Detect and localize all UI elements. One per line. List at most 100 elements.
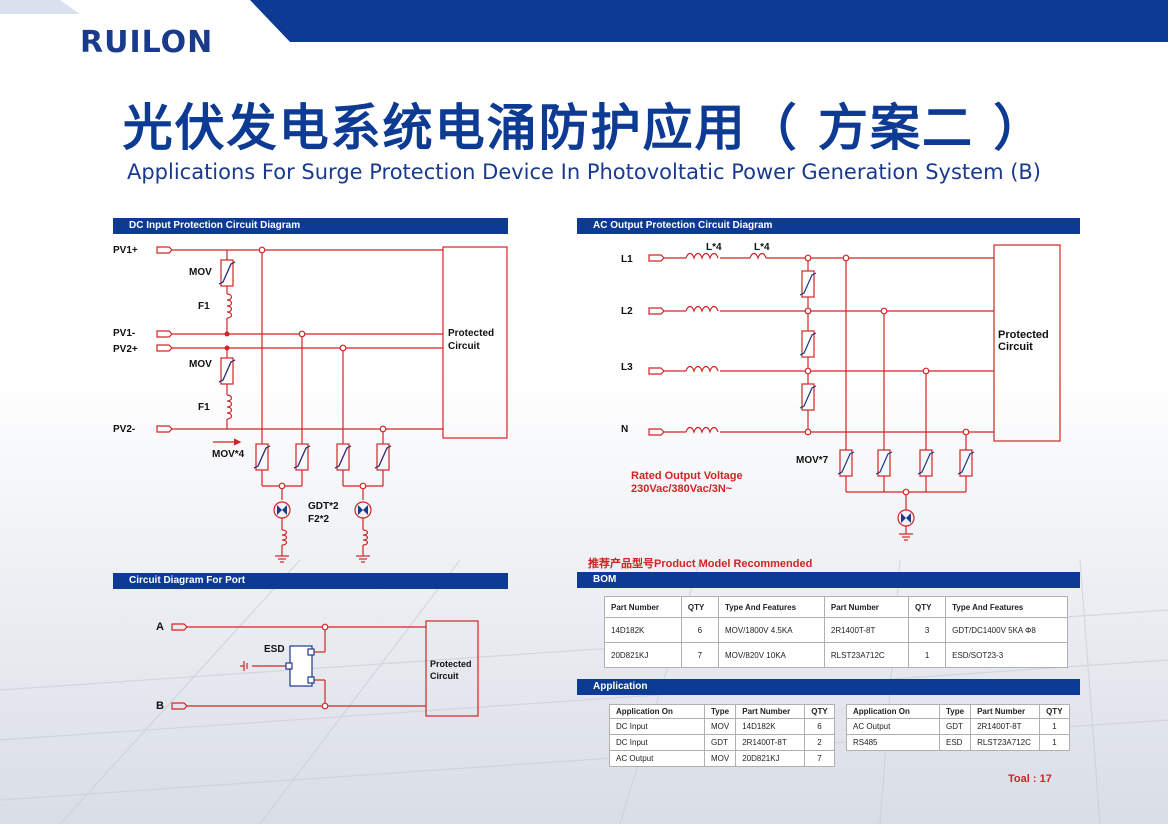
table-cell: 2 [804, 734, 835, 751]
page-title-cn: 光伏发电系统电涌防护应用（ 方案二 ） [122, 99, 1046, 157]
table-cell: 2R1400T-8T [735, 734, 806, 751]
app-header: Application On [609, 704, 705, 719]
table-cell: 3 [908, 617, 947, 643]
table-cell: ESD/SOT23-3 [945, 642, 1068, 668]
table-cell: ESD [938, 734, 972, 751]
page-title-en: Applications For Surge Protection Device… [126, 160, 1042, 184]
label-port-a: A [156, 621, 164, 633]
label-inductor-a: L*4 [706, 242, 722, 253]
label-f1-lower: F1 [198, 402, 210, 413]
application-table-left: Application On Type Part Number QTY DC I… [609, 704, 835, 767]
recommend-title: 推荐产品型号Product Model Recommended [588, 558, 813, 570]
table-cell: DC Input [609, 734, 705, 751]
table-cell: 2R1400T-8T [970, 718, 1041, 735]
label-pv1-minus: PV1- [113, 328, 136, 339]
app-header: QTY [1039, 704, 1070, 719]
label-mov-lower: MOV [189, 359, 212, 370]
table-cell: 1 [1039, 734, 1070, 751]
section-ac-output: AC Output Protection Circuit Diagram [577, 218, 1080, 234]
label-inductor-b: L*4 [754, 242, 770, 253]
app-header-row: Application On Type Part Number QTY [609, 704, 835, 719]
label-mov4: MOV*4 [212, 449, 245, 460]
table-cell: 1 [908, 642, 947, 668]
rated-voltage-title: Rated Output Voltage [631, 470, 743, 482]
bom-header: QTY [680, 596, 719, 618]
table-cell: 2R1400T-8T [823, 617, 910, 643]
ruilon-logo-icon: RUILON [80, 25, 213, 60]
app-header: QTY [804, 704, 835, 719]
section-application: Application [577, 679, 1080, 695]
table-cell: 14D182K [604, 617, 682, 643]
application-table-right: Application On Type Part Number QTY AC O… [846, 704, 1070, 751]
label-n: N [621, 424, 629, 435]
label-f2: F2*2 [308, 514, 330, 525]
label-pv2-minus: PV2- [113, 424, 136, 435]
ac-circuit-label: Circuit [998, 341, 1033, 353]
port-protected-label: Protected [430, 659, 472, 669]
app-header: Part Number [735, 704, 806, 719]
label-mov7: MOV*7 [796, 455, 829, 466]
table-row: DC Input MOV 14D182K 6 [609, 718, 835, 735]
table-cell: MOV [703, 750, 737, 767]
table-row: 14D182K 6 MOV/1800V 4.5KA 2R1400T-8T 3 G… [604, 617, 1068, 643]
table-cell: GDT [938, 718, 972, 735]
table-row: RS485 ESD RLST23A712C 1 [846, 734, 1070, 751]
label-pv2-plus: PV2+ [113, 344, 138, 355]
table-cell: MOV/820V 10KA [717, 642, 825, 668]
dc-circuit-label: Circuit [448, 341, 480, 352]
table-cell: GDT/DC1400V 5KA Φ8 [945, 617, 1068, 643]
label-esd: ESD [264, 644, 285, 655]
bom-header: Type And Features [945, 596, 1068, 618]
bom-header: Type And Features [717, 596, 825, 618]
table-cell: 7 [680, 642, 719, 668]
table-cell: GDT [703, 734, 737, 751]
total-count: Toal : 17 [1008, 773, 1052, 785]
bom-table: Part Number QTY Type And Features Part N… [604, 596, 1068, 668]
svg-text:RUILON: RUILON [80, 25, 213, 58]
section-bom: BOM [577, 572, 1080, 588]
table-row: AC Output MOV 20D821KJ 7 [609, 750, 835, 767]
table-row: 20D821KJ 7 MOV/820V 10KA RLST23A712C 1 E… [604, 642, 1068, 668]
app-header: Application On [846, 704, 940, 719]
brand-logo: RUILON [80, 22, 260, 60]
ac-protected-label: Protected [998, 329, 1049, 341]
table-cell: RLST23A712C [970, 734, 1041, 751]
label-gdt2: GDT*2 [308, 501, 339, 512]
bom-header: Part Number [823, 596, 910, 618]
table-row: AC Output GDT 2R1400T-8T 1 [846, 718, 1070, 735]
bom-header: Part Number [604, 596, 682, 618]
bom-header-row: Part Number QTY Type And Features Part N… [604, 596, 1068, 618]
table-cell: 7 [804, 750, 835, 767]
table-cell: RS485 [846, 734, 940, 751]
app-header: Part Number [970, 704, 1041, 719]
table-cell: 20D821KJ [735, 750, 806, 767]
label-port-b: B [156, 700, 164, 712]
label-pv1-plus: PV1+ [113, 245, 138, 256]
label-l2: L2 [621, 306, 633, 317]
section-port: Circuit Diagram For Port [113, 573, 508, 589]
label-mov-upper: MOV [189, 267, 212, 278]
table-cell: MOV [703, 718, 737, 735]
app-header: Type [703, 704, 737, 719]
header-band [0, 0, 1168, 42]
table-cell: 1 [1039, 718, 1070, 735]
table-cell: 6 [680, 617, 719, 643]
app-header-row: Application On Type Part Number QTY [846, 704, 1070, 719]
section-dc-input: DC Input Protection Circuit Diagram [113, 218, 508, 234]
rated-voltage-value: 230Vac/380Vac/3N~ [631, 483, 733, 495]
table-cell: RLST23A712C [823, 642, 910, 668]
table-cell: AC Output [846, 718, 940, 735]
app-header: Type [938, 704, 972, 719]
dc-protected-label: Protected [448, 328, 495, 339]
bom-header: QTY [908, 596, 947, 618]
table-cell: 14D182K [735, 718, 806, 735]
table-row: DC Input GDT 2R1400T-8T 2 [609, 734, 835, 751]
label-f1-upper: F1 [198, 301, 210, 312]
table-cell: DC Input [609, 718, 705, 735]
port-circuit-label: Circuit [430, 671, 459, 681]
table-cell: 20D821KJ [604, 642, 682, 668]
label-l3: L3 [621, 362, 633, 373]
